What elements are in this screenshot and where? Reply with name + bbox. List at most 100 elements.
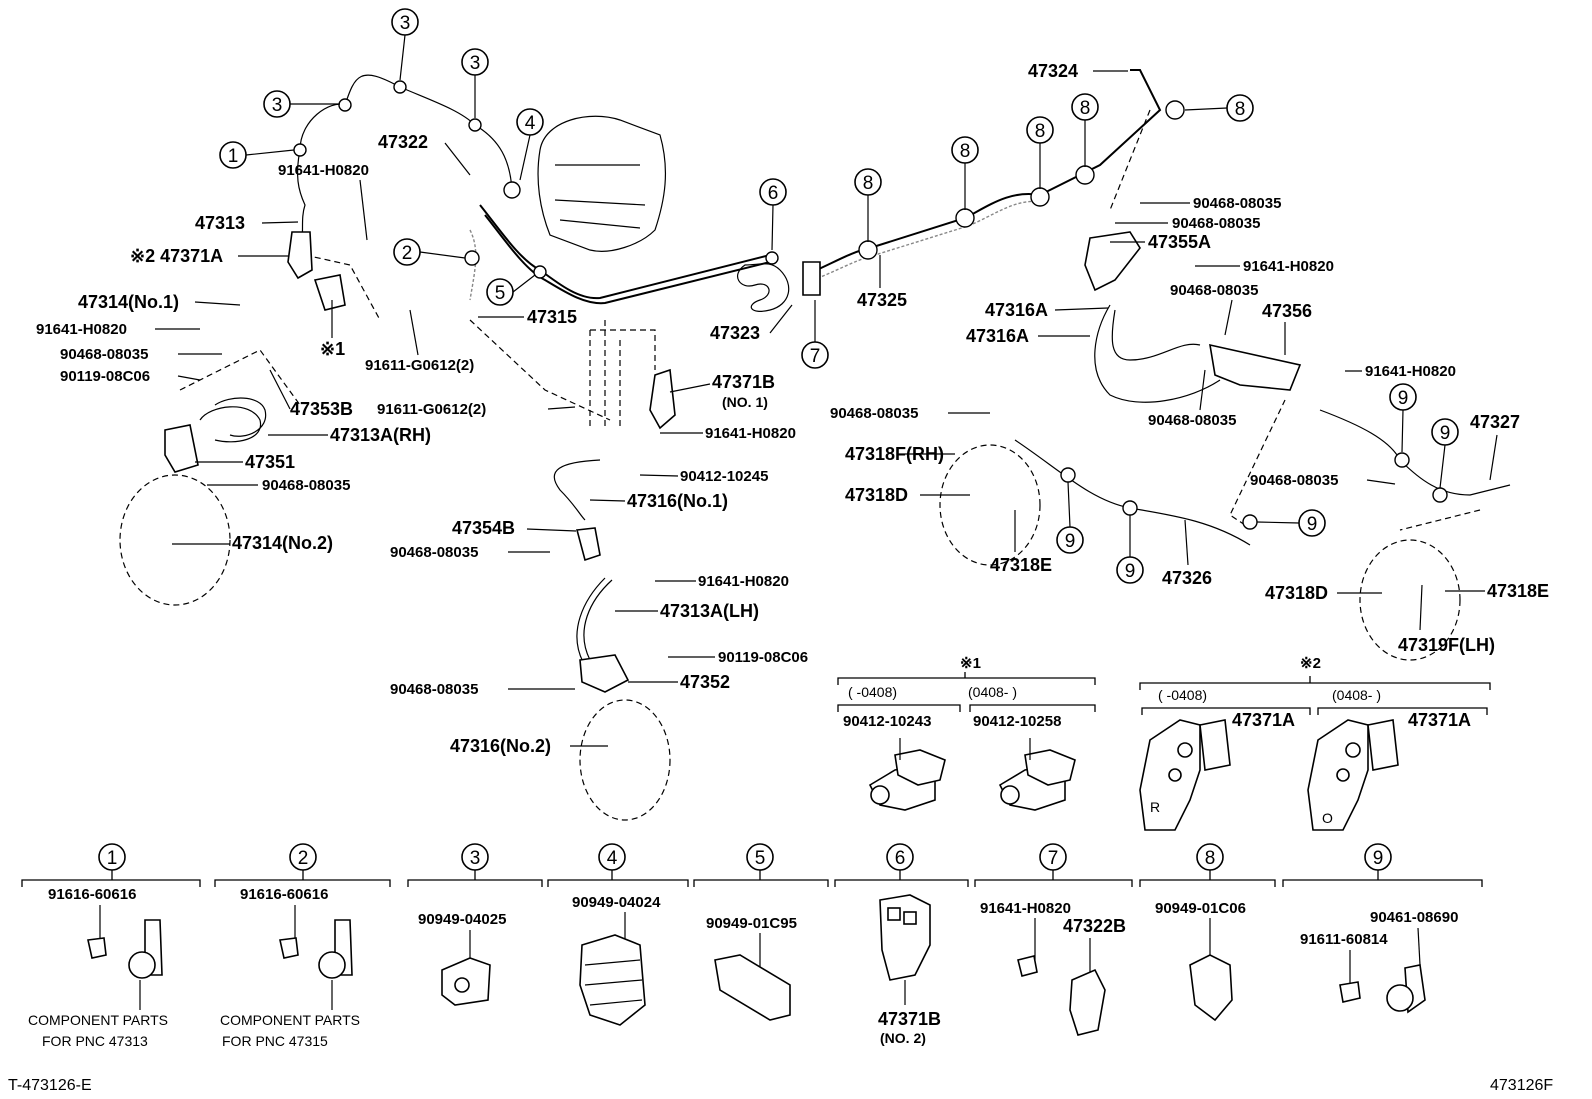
label-47316A-1: 47316A bbox=[985, 300, 1048, 320]
legend-2-note2: FOR PNC 47315 bbox=[222, 1033, 328, 1049]
callout-8-a: 8 bbox=[863, 173, 874, 194]
legend-2-part: 91616-60616 bbox=[240, 886, 328, 903]
legend-2-note1: COMPONENT PARTS bbox=[220, 1012, 360, 1028]
callout-9-b: 9 bbox=[1440, 423, 1451, 444]
legend-3-part: 90949-04025 bbox=[418, 911, 506, 928]
label-47371B: 47371B bbox=[712, 372, 775, 392]
inset1-col2-range: (0408- ) bbox=[968, 684, 1017, 700]
label-47318E-1: 47318E bbox=[990, 555, 1052, 575]
legend-9-num: 9 bbox=[1373, 848, 1384, 869]
note-mark-1: ※1 bbox=[320, 339, 345, 359]
callout-circles: 3 3 3 1 4 2 5 6 7 8 8 8 8 8 9 9 9 9 9 bbox=[219, 8, 1459, 584]
label-47324: 47324 bbox=[1028, 61, 1078, 81]
legend-3-num: 3 bbox=[470, 848, 481, 869]
callout-9-a: 9 bbox=[1398, 388, 1409, 409]
legend-1-num: 1 bbox=[107, 848, 118, 869]
inset2-col1-part: 47371A bbox=[1232, 710, 1295, 730]
legend-2-num: 2 bbox=[298, 848, 309, 869]
callout-3-c: 3 bbox=[272, 95, 283, 116]
label-47352: 47352 bbox=[680, 672, 730, 692]
label-47327: 47327 bbox=[1470, 412, 1520, 432]
callout-4: 4 bbox=[525, 113, 536, 134]
inset2-mark: ※2 bbox=[1300, 655, 1321, 672]
inset2-col1-range: ( -0408) bbox=[1158, 687, 1207, 703]
legend-4-num: 4 bbox=[607, 848, 618, 869]
label-47319F-LH: 47319F(LH) bbox=[1398, 635, 1495, 655]
label-91611-mid: 91611-G0612(2) bbox=[377, 401, 486, 418]
legend-9-part2: 91611-60814 bbox=[1300, 931, 1388, 948]
label-91641-top: 91641-H0820 bbox=[278, 162, 369, 179]
callout-9-c: 9 bbox=[1065, 531, 1076, 552]
legend-6-part: 47371B bbox=[878, 1009, 941, 1029]
label-47322: 47322 bbox=[378, 132, 428, 152]
label-47353B: 47353B bbox=[290, 399, 353, 419]
label-47355A: 47355A bbox=[1148, 232, 1211, 252]
inset2-col2-range: (0408- ) bbox=[1332, 687, 1381, 703]
callout-3-a: 3 bbox=[400, 13, 411, 34]
legend-7-part2: 47322B bbox=[1063, 916, 1126, 936]
callout-8-c: 8 bbox=[1035, 121, 1046, 142]
label-90468-r3: 90468-08035 bbox=[1170, 282, 1258, 299]
label-47323: 47323 bbox=[710, 323, 760, 343]
label-47356: 47356 bbox=[1262, 301, 1312, 321]
legend-5-part: 90949-01C95 bbox=[706, 915, 797, 932]
inset1-col1-part: 90412-10243 bbox=[843, 713, 931, 730]
callout-9-d: 9 bbox=[1125, 561, 1136, 582]
inset1-col2-part: 90412-10258 bbox=[973, 713, 1061, 730]
label-91611-top: 91611-G0612(2) bbox=[365, 357, 474, 374]
legend-6-num: 6 bbox=[895, 848, 906, 869]
footer-left: T-473126-E bbox=[8, 1077, 92, 1094]
label-47316-no2: 47316(No.2) bbox=[450, 736, 551, 756]
callout-3-b: 3 bbox=[470, 53, 481, 74]
callout-1: 1 bbox=[228, 146, 239, 167]
label-47326: 47326 bbox=[1162, 568, 1212, 588]
label-90468-left: 90468-08035 bbox=[60, 346, 148, 363]
legend-9-part1: 90461-08690 bbox=[1370, 909, 1458, 926]
label-91641-r2: 91641-H0820 bbox=[1365, 363, 1456, 380]
label-90468-r4: 90468-08035 bbox=[830, 405, 918, 422]
legend-row: 1 91616-60616 COMPONENT PARTS FOR PNC 47… bbox=[21, 843, 1483, 1049]
legend-8-part: 90949-01C06 bbox=[1155, 900, 1246, 917]
label-90468-left2: 90468-08035 bbox=[262, 477, 350, 494]
label-90468-mid: 90468-08035 bbox=[390, 544, 478, 561]
label-47316-no1: 47316(No.1) bbox=[627, 491, 728, 511]
label-90468-r2: 90468-08035 bbox=[1172, 215, 1260, 232]
callout-8-e: 8 bbox=[1235, 99, 1246, 120]
callout-8-d: 8 bbox=[1080, 98, 1091, 119]
inset-note1: ※1 ( -0408) (0408- ) 90412-10243 90412-1… bbox=[837, 655, 1096, 811]
label-90468-r6: 90468-08035 bbox=[1250, 472, 1338, 489]
label-47318D-1: 47318D bbox=[845, 485, 908, 505]
callout-8-b: 8 bbox=[960, 141, 971, 162]
legend-1-note2: FOR PNC 47313 bbox=[42, 1033, 148, 1049]
label-47318E-2: 47318E bbox=[1487, 581, 1549, 601]
footer-right: 473126F bbox=[1490, 1077, 1553, 1094]
label-47354B: 47354B bbox=[452, 518, 515, 538]
label-47316A-2: 47316A bbox=[966, 326, 1029, 346]
label-91641-mid: 91641-H0820 bbox=[705, 425, 796, 442]
label-47314-no1: 47314(No.1) bbox=[78, 292, 179, 312]
label-47314-no2: 47314(No.2) bbox=[232, 533, 333, 553]
label-91641-mid2: 91641-H0820 bbox=[698, 573, 789, 590]
label-90468-r1: 90468-08035 bbox=[1193, 195, 1281, 212]
part-labels: 47324 47322 91641-H0820 47313 ※2 47371A … bbox=[36, 61, 1549, 756]
callout-7: 7 bbox=[810, 346, 821, 367]
legend-4-part: 90949-04024 bbox=[572, 894, 661, 911]
label-91641-r1: 91641-H0820 bbox=[1243, 258, 1334, 275]
label-47371B-sub: (NO. 1) bbox=[722, 394, 768, 410]
legend-7-part1: 91641-H0820 bbox=[980, 900, 1071, 917]
label-90119-left: 90119-08C06 bbox=[60, 368, 150, 385]
legend-8-num: 8 bbox=[1205, 848, 1216, 869]
callout-2: 2 bbox=[402, 243, 413, 264]
label-47313A-RH: 47313A(RH) bbox=[330, 425, 431, 445]
inset2-r-mark: R bbox=[1150, 799, 1160, 815]
inset1-col1-range: ( -0408) bbox=[848, 684, 897, 700]
legend-1-part: 91616-60616 bbox=[48, 886, 136, 903]
label-90412-10245: 90412-10245 bbox=[680, 468, 768, 485]
label-47313A-LH: 47313A(LH) bbox=[660, 601, 759, 621]
label-47318F-RH: 47318F(RH) bbox=[845, 444, 944, 464]
label-47371A-top: ※2 47371A bbox=[130, 246, 223, 266]
callout-9-e: 9 bbox=[1307, 514, 1318, 535]
label-47351: 47351 bbox=[245, 452, 295, 472]
label-47315: 47315 bbox=[527, 307, 577, 327]
legend-1-note1: COMPONENT PARTS bbox=[28, 1012, 168, 1028]
